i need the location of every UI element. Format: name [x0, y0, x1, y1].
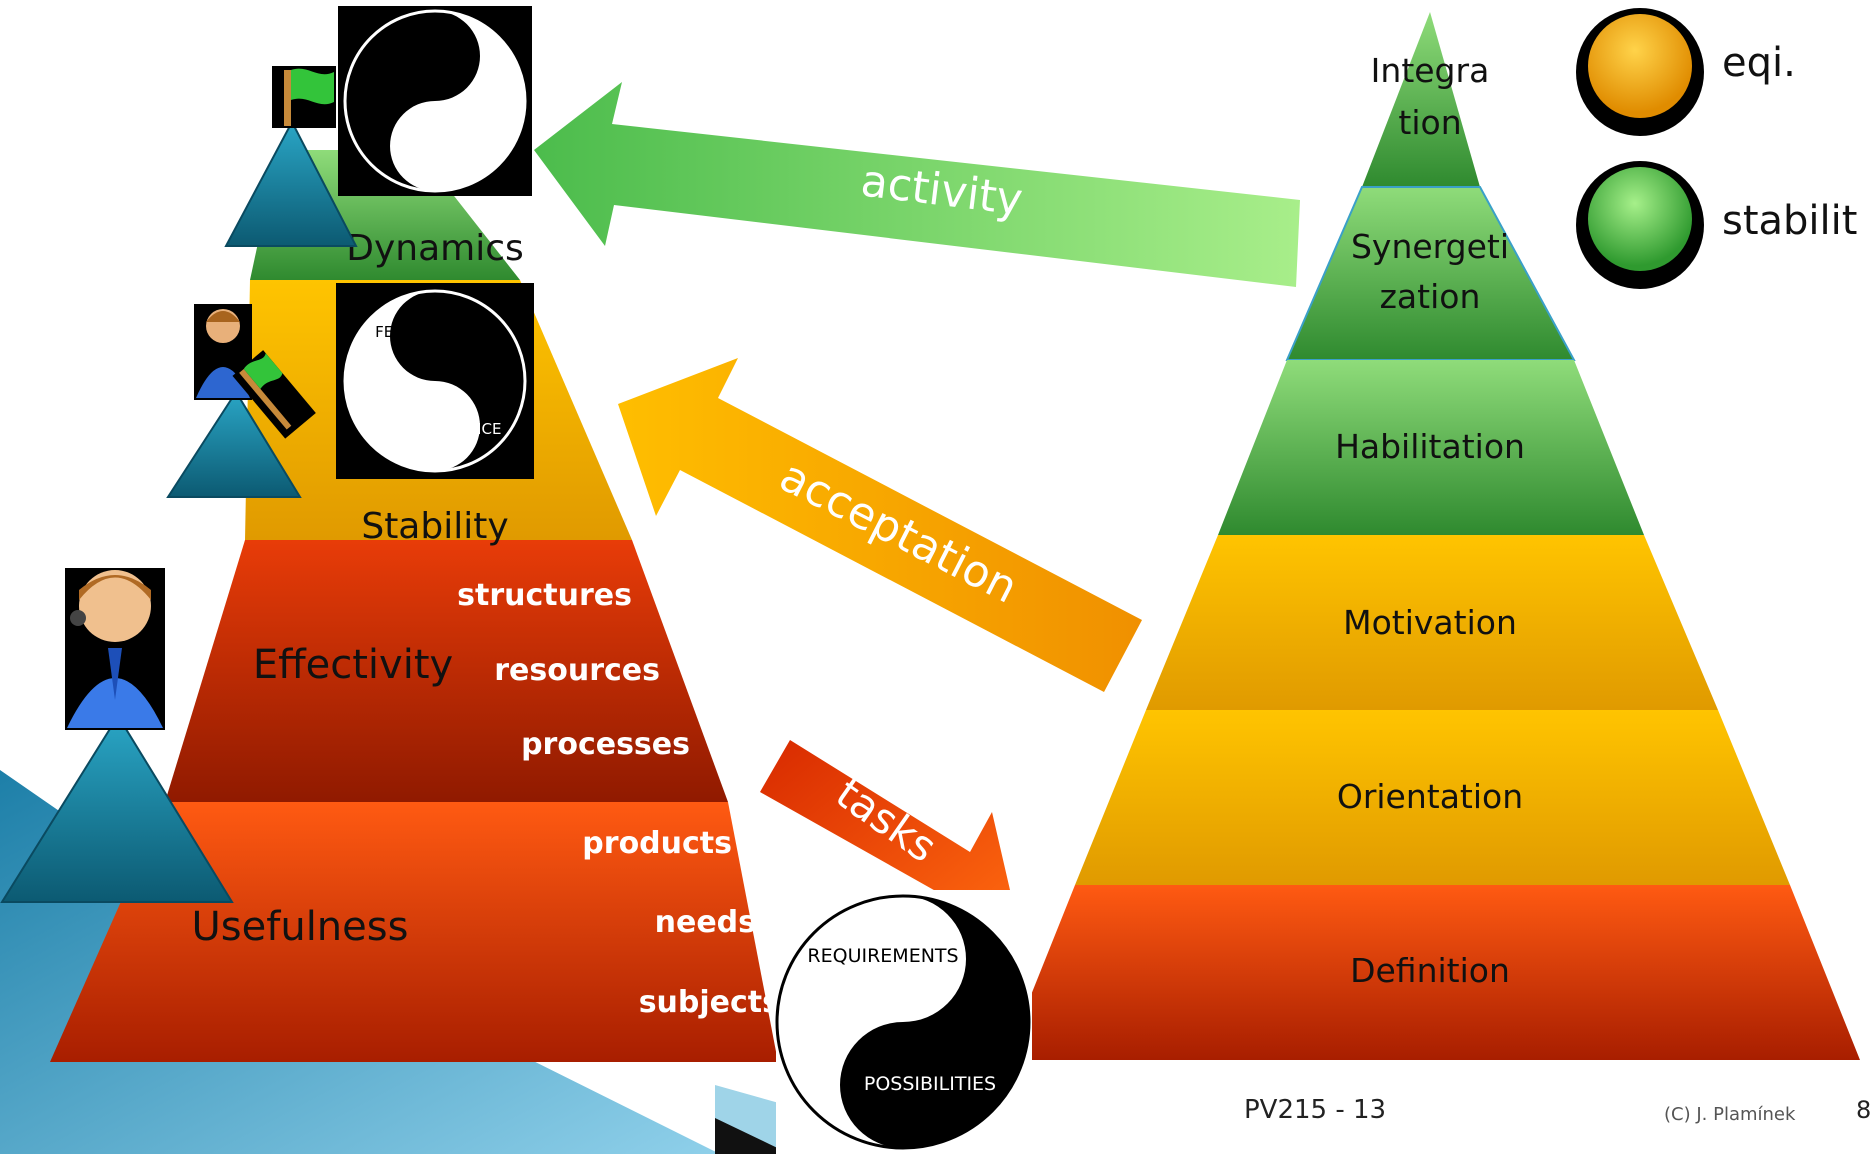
footer-course: PV215 - 13	[1244, 1095, 1386, 1125]
legend: eqi. stabilit	[1576, 8, 1857, 289]
figure-middle	[166, 304, 316, 498]
level-motivation	[1146, 535, 1718, 710]
level-orientation	[1075, 710, 1790, 885]
label-processes: processes	[521, 727, 690, 762]
label-effectivity: Effectivity	[253, 642, 453, 688]
yin-yang-bottom-upper: REQUIREMENTS	[807, 945, 958, 967]
level-definition	[1005, 885, 1860, 1060]
label-integra: Integra	[1371, 51, 1490, 90]
small-pyramid-middle	[166, 390, 302, 498]
label-subjects: subjects	[639, 985, 780, 1020]
level-integration	[1362, 12, 1480, 187]
label-structures: structures	[457, 578, 632, 613]
small-pyramid-bottom	[0, 714, 234, 903]
label-resources: resources	[494, 653, 660, 688]
label-usefulness: Usefulness	[192, 904, 409, 950]
footer-author: (C) J. Plamínek	[1664, 1104, 1796, 1125]
legend-label-stability: stabilit	[1722, 198, 1857, 244]
right-pyramid: Integra tion Synergeti zation Habilitati…	[1005, 12, 1860, 1060]
label-needs: needs	[655, 905, 756, 940]
label-definition: Definition	[1350, 951, 1510, 990]
legend-label-eqi: eqi.	[1722, 40, 1796, 86]
label-products: products	[582, 826, 732, 861]
label-orientation: Orientation	[1337, 777, 1523, 816]
small-pyramid-top	[224, 119, 358, 247]
level-usefulness	[50, 802, 778, 1062]
label-dynamics: Dynamics	[346, 228, 524, 269]
footer: PV215 - 13 (C) J. Plamínek 8	[1244, 1095, 1871, 1125]
person-avatar-icon	[65, 568, 165, 730]
level-habilitation	[1218, 360, 1644, 535]
level-synergetization	[1285, 186, 1576, 361]
yin-yang-bottom: REQUIREMENTS POSSIBILITIES	[775, 890, 1032, 1154]
label-motivation: Motivation	[1343, 603, 1517, 642]
green-flag-icon	[272, 66, 336, 128]
level-effectivity	[165, 540, 728, 802]
label-zation: zation	[1380, 277, 1481, 316]
yin-yang-top-lower: INITIATIVE	[417, 142, 488, 158]
yin-yang-middle: FEEDBACK ACCEPTANCE	[336, 283, 534, 479]
arrow-acceptation: acceptation	[618, 358, 1142, 692]
figure-top	[224, 66, 358, 247]
person-with-flag-icon	[194, 304, 316, 439]
label-synergeti: Synergeti	[1351, 227, 1509, 266]
yin-yang-middle-lower: ACCEPTANCE	[403, 420, 502, 438]
label-tion: tion	[1398, 103, 1461, 142]
label-habilitation: Habilitation	[1335, 427, 1525, 466]
yin-yang-top-upper: FEEDFORWARD	[366, 48, 474, 64]
yin-yang-bottom-lower: POSSIBILITIES	[864, 1073, 996, 1095]
footer-page: 8	[1856, 1096, 1871, 1124]
yin-yang-middle-upper: FEEDBACK	[375, 323, 456, 341]
label-stability: Stability	[361, 506, 508, 547]
yin-yang-top: FEEDFORWARD INITIATIVE	[338, 6, 532, 196]
arrow-activity: activity	[534, 82, 1300, 287]
figure-bottom	[0, 568, 234, 903]
